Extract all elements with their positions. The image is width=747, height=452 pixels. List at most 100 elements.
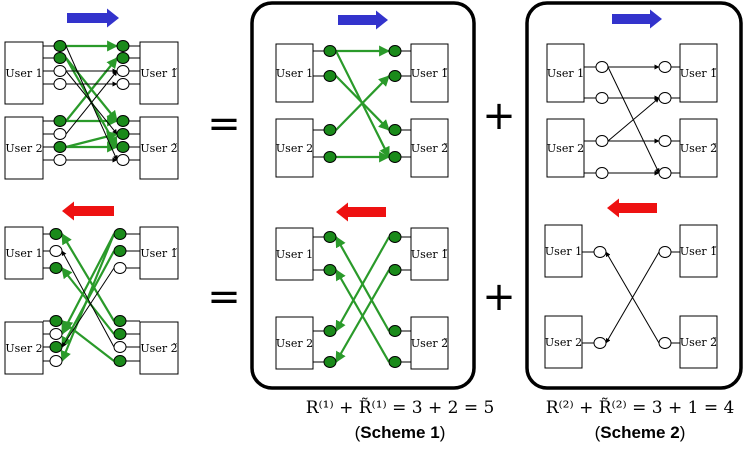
- combined-forward-tx-node-6: [53, 141, 67, 153]
- scheme2-backward-user1-box-label: User 1: [545, 245, 582, 258]
- scheme2-forward-tx-node-3: [595, 167, 609, 179]
- scheme2-backward-user2t-box-label: User 2̃: [680, 336, 717, 349]
- combined-forward-tx-node-1: [53, 52, 67, 64]
- combined-backward-user2t-box-rect: [139, 321, 179, 375]
- scheme1-backward-rx-node-3: [323, 356, 337, 368]
- scheme1-backward-user2-box-rect: [275, 316, 314, 370]
- scheme2-forward-rx-node-2: [658, 135, 672, 147]
- combined-backward-rx-node-0: [49, 228, 63, 240]
- scheme2-forward-user2t-box-rect: [679, 118, 718, 178]
- combined-forward-user2t-box: User 2̃: [139, 116, 179, 180]
- combined-backward-rx-node-1: [49, 245, 63, 257]
- scheme2-forward-user1t-box: User 1̃: [679, 43, 718, 103]
- scheme1-backward-user1-box-rect: [275, 227, 314, 281]
- scheme2-forward-user1t-box-label: User 1̃: [680, 67, 717, 80]
- scheme2-backward-rx-node-0: [593, 246, 607, 258]
- combined-backward-link-2: [61, 233, 115, 322]
- scheme2-backward-user2t-box-rect: [679, 315, 718, 369]
- scheme2-forward-rx-node-1: [658, 92, 672, 104]
- scheme1-forward-user1-box-rect: [275, 43, 314, 103]
- scheme2-forward-link-5: [607, 97, 660, 142]
- scheme2-caption-open: (: [594, 423, 601, 442]
- combined-backward-tx-node-2: [113, 262, 127, 274]
- combined-forward-direction-arrow: [67, 8, 119, 28]
- scheme1-sum-equation-text: R⁽¹⁾ + R̃⁽¹⁾ = 3 + 2 = 5: [305, 398, 495, 418]
- combined-forward-tx-node-4: [53, 115, 67, 127]
- scheme1-forward-user2-box-label: User 2: [276, 142, 313, 155]
- scheme1-backward-rx-node-1: [323, 264, 337, 276]
- combined-backward-user2-box: User 2: [4, 321, 44, 375]
- combined-backward-link-3: [61, 267, 115, 335]
- scheme1-forward-link-4: [335, 50, 390, 158]
- scheme1-backward-user2-box-label: User 2: [276, 337, 313, 350]
- combined-backward-user1-box-label: User 1: [5, 247, 42, 260]
- combined-forward-user2-box: User 2: [4, 116, 44, 180]
- combined-backward-link-5: [60, 233, 116, 363]
- scheme2-backward-user2t-box: User 2̃: [679, 315, 718, 369]
- equals-sign-upper: =: [207, 101, 241, 147]
- combined-forward-user1-box-label: User 1: [5, 67, 42, 80]
- combined-forward-rx-node-2: [116, 65, 130, 77]
- scheme2-backward-tx-node-0: [658, 246, 672, 258]
- combined-backward-link-0: [61, 233, 115, 335]
- scheme2-backward-user1t-box: User 1̃: [679, 224, 718, 278]
- scheme1-forward-user2t-box-label: User 2̃: [411, 142, 448, 155]
- scheme1-forward-user1t-box: User 1̃: [410, 43, 449, 103]
- combined-backward-link-6: [61, 250, 115, 348]
- scheme1-forward-tx-node-1: [323, 70, 337, 82]
- scheme1-forward-direction-arrow: [338, 10, 388, 30]
- combined-backward-user2t-box-label: User 2̃: [140, 342, 177, 355]
- scheme2-forward-rx-node-0: [658, 61, 672, 73]
- scheme1-backward-rx-node-2: [323, 325, 337, 337]
- combined-backward-user1-box: User 1: [4, 226, 44, 280]
- scheme1-caption-open: (: [354, 423, 361, 442]
- combined-forward-user1-box: User 1: [4, 41, 44, 105]
- combined-backward-tx-node-6: [113, 355, 127, 367]
- scheme2-backward-user1-box-rect: [544, 224, 583, 278]
- scheme1-backward-user1t-box-rect: [410, 227, 449, 281]
- scheme1-forward-user1-box-label: User 1: [276, 67, 313, 80]
- combined-forward-user2-box-label: User 2: [5, 142, 42, 155]
- scheme2-forward-user1-box: User 1: [546, 43, 585, 103]
- scheme2-backward-user2-box-label: User 2: [545, 336, 582, 349]
- scheme1-forward-tx-node-2: [323, 124, 337, 136]
- combined-backward-user1t-box-rect: [139, 226, 179, 280]
- combined-backward-tx-node-4: [113, 328, 127, 340]
- combined-forward-user2t-box-label: User 2̃: [140, 142, 177, 155]
- scheme2-forward-user2-box-rect: [546, 118, 585, 178]
- combined-forward-rx-node-7: [116, 154, 130, 166]
- equals-sign-lower: =: [207, 274, 241, 320]
- scheme2-backward-link-1: [605, 251, 660, 344]
- combined-forward-tx-node-2: [53, 65, 67, 77]
- combined-forward-tx-node-7: [53, 154, 67, 166]
- scheme1-backward-direction-arrow: [336, 202, 386, 222]
- plus-sign-lower: +: [482, 274, 516, 320]
- combined-backward-rx-node-6: [49, 355, 63, 367]
- combined-forward-rx-node-0: [116, 40, 130, 52]
- scheme1-forward-rx-node-0: [388, 45, 402, 57]
- scheme1-backward-tx-node-3: [388, 356, 402, 368]
- scheme1-backward-tx-node-1: [388, 264, 402, 276]
- combined-backward-rx-node-2: [49, 262, 63, 274]
- combined-backward-rx-node-5: [49, 341, 63, 353]
- scheme1-backward-user2-box: User 2: [275, 316, 314, 370]
- scheme1-forward-rx-node-2: [388, 124, 402, 136]
- scheme2-caption-title: Scheme 2: [600, 423, 680, 442]
- scheme2-forward-tx-node-0: [595, 61, 609, 73]
- combined-forward-tx-node-5: [53, 128, 67, 140]
- combined-backward-rx-node-4: [49, 328, 63, 340]
- scheme1-backward-link-2: [335, 236, 390, 332]
- combined-backward-user1t-box: User 1̃: [139, 226, 179, 280]
- combined-forward-rx-node-1: [116, 52, 130, 64]
- combined-forward-link-12: [65, 70, 118, 135]
- scheme2-forward-rx-node-3: [658, 167, 672, 179]
- scheme1-backward-tx-node-0: [388, 231, 402, 243]
- scheme2-caption-close: ): [679, 423, 686, 442]
- scheme1-forward-user2t-box: User 2̃: [410, 118, 449, 178]
- scheme1-backward-link-3: [335, 269, 390, 363]
- scheme1-backward-user2t-box: User 2̃: [410, 316, 449, 370]
- scheme1-caption-title: Scheme 1: [360, 423, 440, 442]
- scheme1-backward-user1-box: User 1: [275, 227, 314, 281]
- scheme2-forward-tx-node-2: [595, 135, 609, 147]
- scheme1-backward-user1t-box: User 1̃: [410, 227, 449, 281]
